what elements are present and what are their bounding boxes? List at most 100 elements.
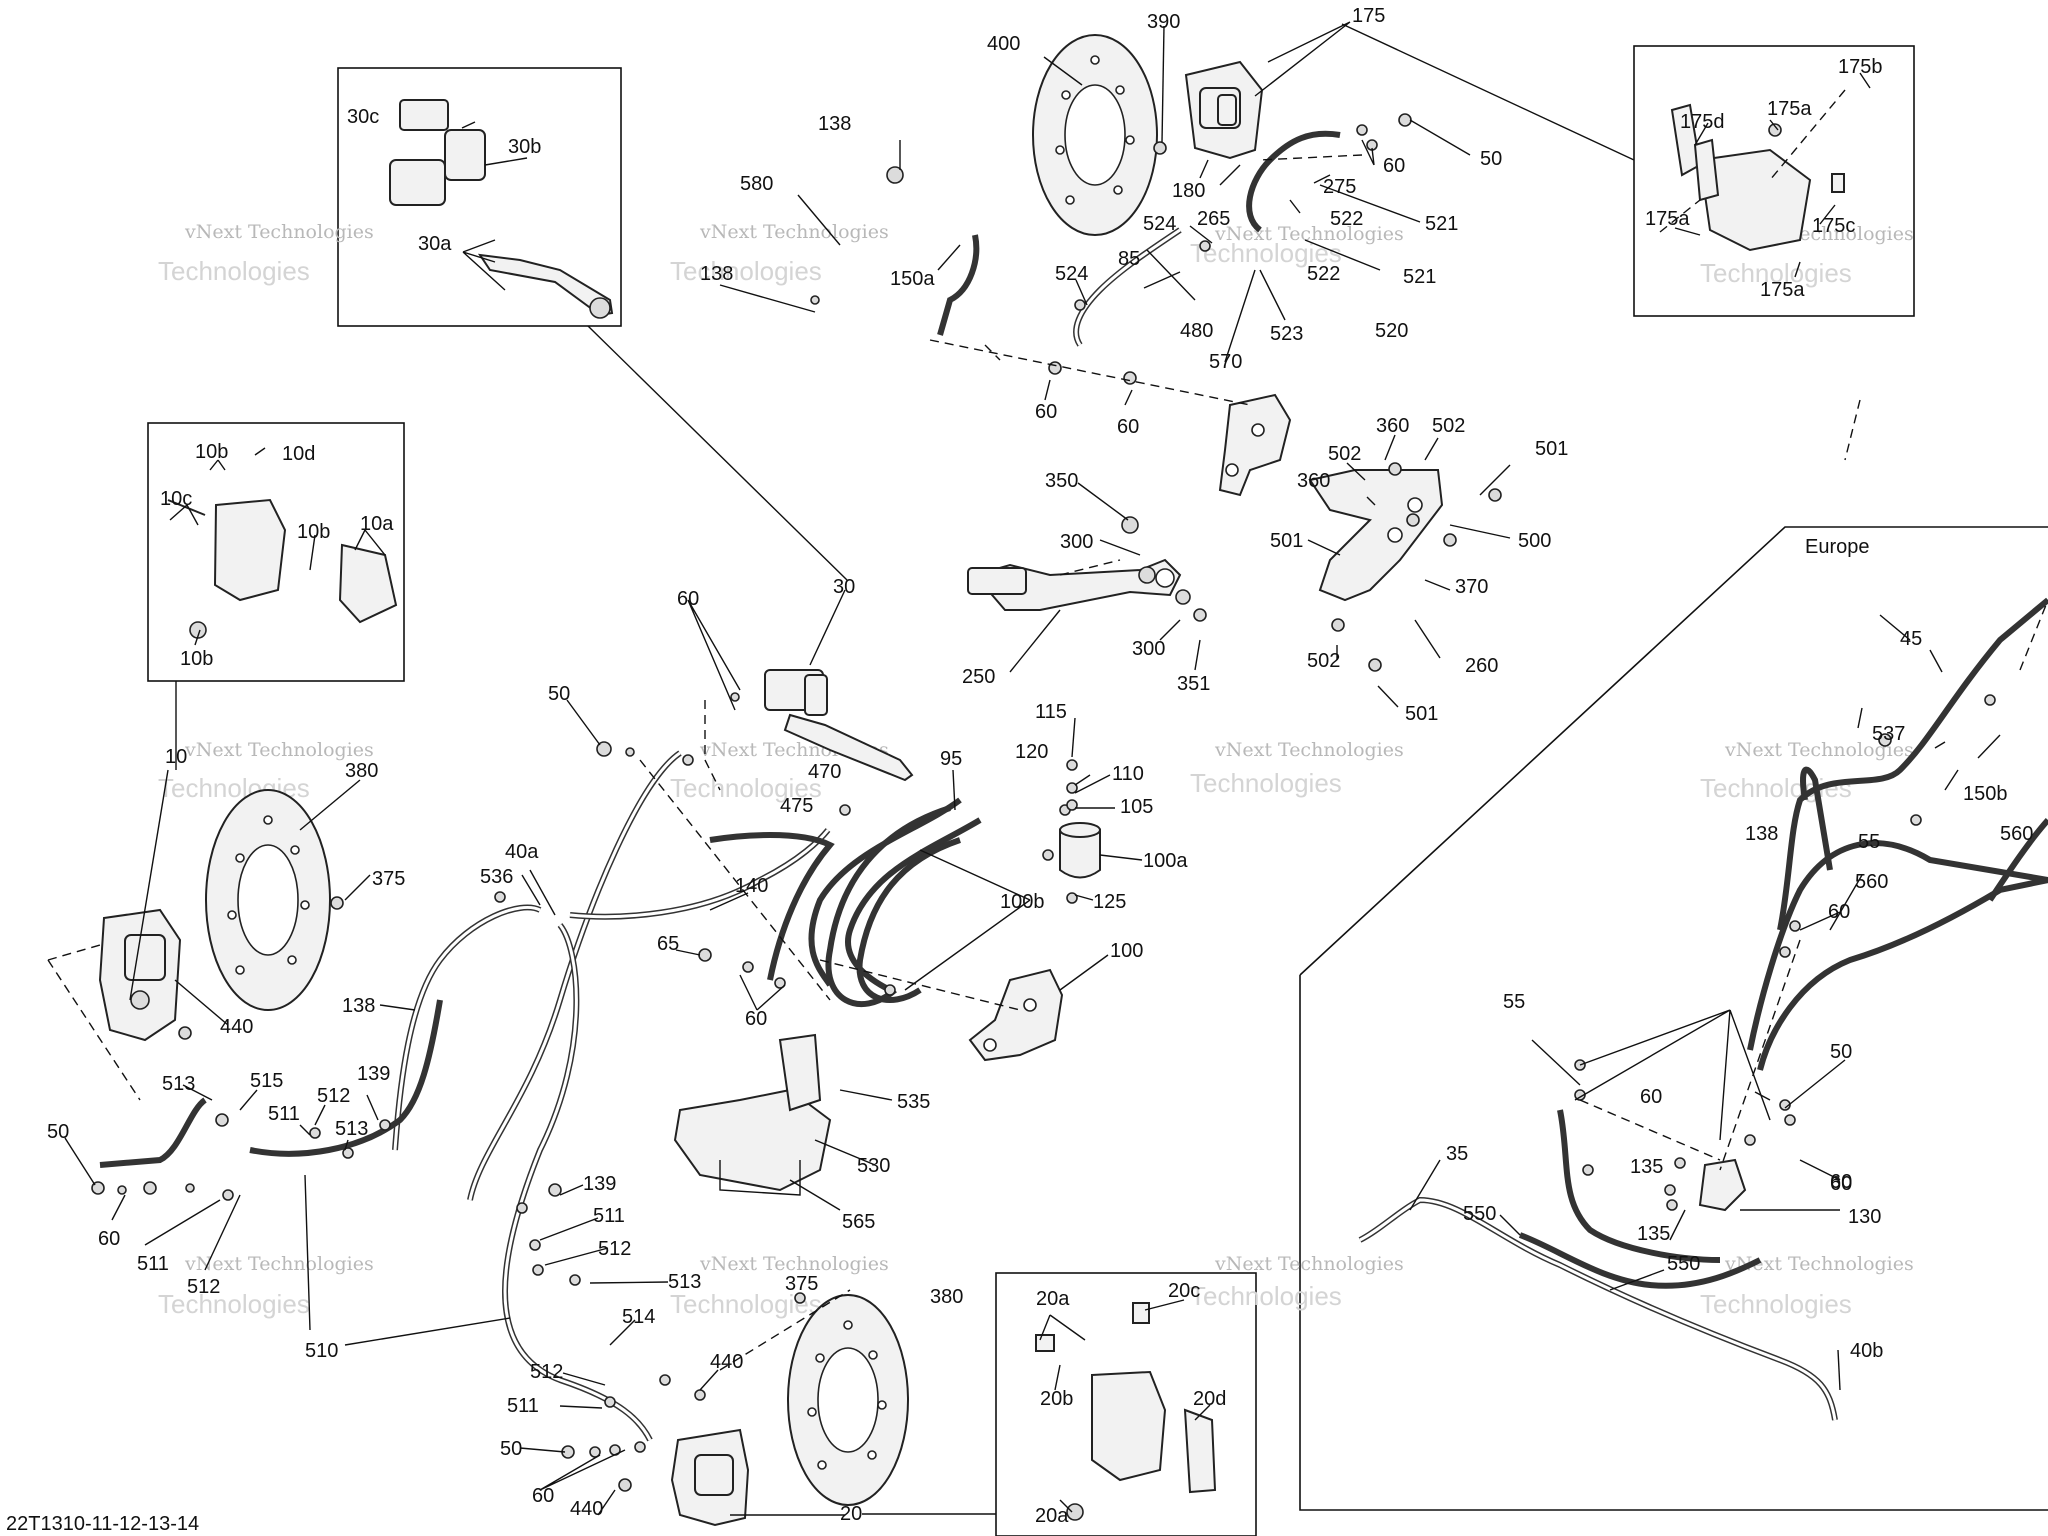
callout-440: 440 (710, 1351, 743, 1373)
callout-175a: 175a (1645, 208, 1690, 230)
svg-text:Technologies: Technologies (1700, 773, 1852, 803)
svg-text:Technologies: Technologies (1190, 238, 1342, 268)
callout-475: 475 (780, 795, 813, 817)
callout-470: 470 (808, 761, 841, 783)
svg-text:vNext Technologies: vNext Technologies (184, 221, 374, 243)
abs-module (673, 1033, 832, 1196)
callout-20d: 20d (1193, 1388, 1226, 1410)
callout-139: 139 (357, 1063, 390, 1085)
svg-text:vNext Technologies: vNext Technologies (1724, 1253, 1914, 1275)
brake-disc-rear (1032, 34, 1158, 236)
callout-522: 522 (1330, 208, 1363, 230)
callout-60: 60 (1117, 416, 1139, 438)
callout-522: 522 (1307, 263, 1340, 285)
brake-disc-front-left (205, 789, 331, 1011)
callout-20: 20 (840, 1503, 862, 1525)
callout-536: 536 (480, 866, 513, 888)
callout-40a: 40a (505, 841, 539, 863)
callout-300: 300 (1060, 531, 1093, 553)
svg-text:vNext Technologies: vNext Technologies (699, 221, 889, 243)
callout-20b: 20b (1040, 1388, 1073, 1410)
callout-513: 513 (668, 1271, 701, 1293)
part-callouts: 400 390 175 50 60 180 275 265 521 522 52… (47, 5, 2033, 1527)
callout-138: 138 (1745, 823, 1778, 845)
callout-120: 120 (1015, 741, 1048, 763)
brake-disc-front-right (787, 1294, 909, 1506)
callout-375: 375 (785, 1273, 818, 1295)
callout-512: 512 (317, 1085, 350, 1107)
svg-text:Technologies: Technologies (670, 773, 822, 803)
hardware-fasteners (91, 113, 1996, 1492)
callout-100b: 100b (1000, 891, 1045, 913)
callout-110: 110 (1112, 763, 1144, 785)
front-master-cylinder (764, 669, 914, 782)
callout-35: 35 (1446, 1143, 1468, 1165)
callout-138: 138 (818, 113, 851, 135)
callout-175d: 175d (1680, 111, 1725, 133)
callout-30b: 30b (508, 136, 541, 158)
callout-380: 380 (930, 1286, 963, 1308)
detail-box-front-left-caliper (147, 422, 405, 682)
callout-50: 50 (1480, 148, 1502, 170)
callout-10b: 10b (297, 521, 330, 543)
callout-512: 512 (530, 1361, 563, 1383)
rear-master-cylinder (1218, 393, 1292, 497)
reservoir-hoses (825, 805, 961, 1008)
callout-520: 520 (1375, 320, 1408, 342)
callout-10d: 10d (282, 443, 315, 465)
svg-text:vNext Technologies: vNext Technologies (184, 739, 374, 761)
callout-523: 523 (1270, 323, 1303, 345)
drawing-id: 22T1310-11-12-13-14 (6, 1513, 199, 1535)
callout-260: 260 (1465, 655, 1498, 677)
callout-20c: 20c (1168, 1280, 1200, 1302)
callout-515: 515 (250, 1070, 283, 1092)
callout-139: 139 (583, 1173, 616, 1195)
callout-565: 565 (842, 1211, 875, 1233)
callout-50: 50 (548, 683, 570, 705)
callout-524: 524 (1055, 263, 1088, 285)
callout-60: 60 (1830, 1171, 1852, 1193)
callout-510: 510 (305, 1340, 338, 1362)
callout-180: 180 (1172, 180, 1205, 202)
callout-10b: 10b (195, 441, 228, 463)
caliper-detail-rear (1670, 103, 1845, 252)
callout-10a: 10a (360, 513, 394, 535)
callout-45: 45 (1900, 628, 1922, 650)
callout-370: 370 (1455, 576, 1488, 598)
callout-511: 511 (268, 1103, 300, 1125)
callout-250: 250 (962, 666, 995, 688)
callout-500: 500 (1518, 530, 1551, 552)
callout-175b: 175b (1838, 56, 1883, 78)
callout-138: 138 (342, 995, 375, 1017)
callout-60: 60 (1035, 401, 1057, 423)
callout-130: 130 (1848, 1206, 1881, 1228)
callout-480: 480 (1180, 320, 1213, 342)
callout-535: 535 (897, 1091, 930, 1113)
callout-115: 115 (1035, 701, 1067, 723)
callout-570: 570 (1209, 351, 1242, 373)
callout-550: 550 (1667, 1253, 1700, 1275)
europe-region-label: Europe (1805, 536, 1870, 558)
callout-100a: 100a (1143, 850, 1188, 872)
callout-350: 350 (1045, 470, 1078, 492)
callout-60: 60 (1383, 155, 1405, 177)
detail-box-front-right-caliper (995, 1272, 1257, 1536)
callout-537: 537 (1872, 723, 1905, 745)
rear-caliper (1184, 60, 1264, 160)
callout-175a: 175a (1760, 279, 1805, 301)
svg-text:vNext Technologies: vNext Technologies (1214, 223, 1404, 245)
callout-502: 502 (1328, 443, 1361, 465)
svg-text:Technologies: Technologies (1700, 258, 1852, 288)
svg-text:vNext Technologies: vNext Technologies (1724, 739, 1914, 761)
lower-master-cylinder (968, 968, 1064, 1062)
callout-50: 50 (47, 1121, 69, 1143)
callout-138: 138 (700, 263, 733, 285)
callout-265: 265 (1197, 208, 1230, 230)
brake-pedal (967, 558, 1182, 611)
callout-501: 501 (1535, 438, 1568, 460)
callout-40b: 40b (1850, 1340, 1883, 1362)
callout-175a: 175a (1767, 98, 1812, 120)
callout-85: 85 (1118, 248, 1140, 270)
callout-275: 275 (1323, 176, 1356, 198)
